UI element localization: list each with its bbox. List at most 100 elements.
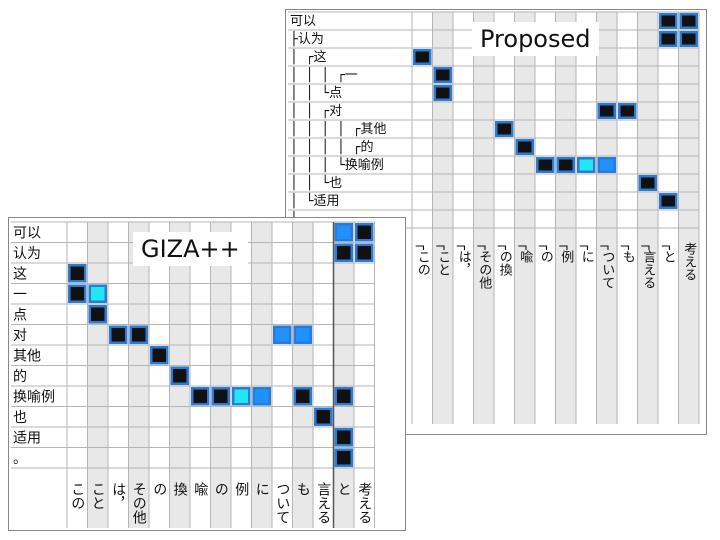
proposed-row-label: │ │ ┌对 (290, 102, 342, 119)
proposed-alignment-cell (620, 105, 634, 117)
proposed-row-label: │ │ └点 (290, 84, 342, 101)
proposed-grid: 可以├认为│ ┌这│ │ │ ┌一│ │ └点│ │ ┌对│ │ │ │ ┌其他… (288, 11, 700, 424)
giza-alignment-cell (91, 287, 105, 301)
proposed-alignment-cell (559, 159, 573, 171)
giza-row-label: 这 (13, 266, 27, 283)
giza-alignment-cell (70, 287, 84, 301)
giza-alignment-cell (337, 225, 351, 239)
proposed-column-label: ┌喩 (517, 242, 533, 263)
proposed-alignment-cell (661, 195, 675, 207)
proposed-row-label: │ │ │ └换喻例 (290, 156, 384, 173)
proposed-row-label: │ │ │ ┌一 (290, 66, 358, 83)
giza-column-label: その他 (131, 482, 147, 525)
proposed-row-label: 可以 (290, 14, 316, 29)
giza-column-band (210, 222, 231, 528)
proposed-column-label: ┌ついて (599, 242, 614, 289)
giza-alignment-cell (337, 389, 351, 403)
giza-alignment-cell (337, 451, 351, 465)
giza-alignment-cell (357, 225, 371, 239)
proposed-column-label: ┌この (415, 242, 430, 276)
proposed-alignment-cell (497, 123, 511, 135)
proposed-column-label: ┌その他 (476, 242, 492, 290)
giza-column-band (292, 222, 313, 528)
proposed-column-band (596, 12, 617, 424)
proposed-alignment-cell (579, 159, 593, 171)
proposed-row-label: │ └适用 (290, 192, 339, 209)
proposed-column-label: ┌こと (435, 242, 450, 276)
giza-column-label: に (254, 482, 270, 496)
proposed-alignment-matrix: 可以├认为│ ┌这│ │ │ ┌一│ │ └点│ │ ┌对│ │ │ │ ┌其他… (288, 11, 700, 424)
giza-column-label: ついて (274, 482, 290, 524)
giza-column-label: 考える (356, 482, 372, 524)
proposed-column-label: ┌も (620, 242, 635, 263)
giza-column-label: この (69, 482, 85, 510)
giza-row-label: 认为 (13, 246, 41, 262)
proposed-panel-title: Proposed (472, 22, 599, 56)
proposed-column-label: ┌は， (456, 242, 471, 276)
proposed-column-band (678, 12, 699, 424)
giza-row-label: 换喻例 (13, 389, 55, 406)
giza-row-label: 适用 (13, 431, 41, 447)
giza-column-label: 換 (172, 482, 188, 497)
giza-row-label: 可以 (13, 226, 41, 242)
giza-column-label: の (151, 482, 167, 496)
giza-row-label: 。 (13, 451, 27, 467)
giza-row-label: 也 (13, 410, 27, 426)
giza-alignment-cell (70, 266, 84, 280)
giza-column-label: 喩 (192, 482, 208, 496)
proposed-column-band (432, 12, 453, 424)
proposed-alignment-cell (518, 141, 532, 153)
proposed-column-label: ┌言える (640, 242, 656, 289)
giza-alignment-cell (275, 328, 289, 342)
proposed-row-label: │ │ │ │ ┌的 (290, 138, 373, 155)
giza-panel-title: GIZA++ (133, 232, 248, 266)
proposed-alignment-cell (682, 33, 696, 45)
giza-grid: 可以认为这一点对其他的换喻例也适用。このことは，その他の換喩の例についても言える… (11, 221, 375, 528)
proposed-row-label: │ │ └也 (290, 174, 342, 191)
giza-alignment-cell (296, 328, 310, 342)
giza-row-label: 的 (13, 369, 27, 385)
giza-alignment-cell (91, 307, 105, 321)
proposed-alignment-cell (538, 159, 552, 171)
proposed-column-band (637, 12, 658, 424)
giza-column-label: こと (90, 482, 106, 510)
proposed-column-label: ┌の (538, 242, 553, 263)
giza-row-label: 点 (13, 308, 27, 324)
giza-row-label: 一 (13, 287, 27, 303)
giza-alignment-cell (357, 246, 371, 260)
proposed-alignment-cell (436, 69, 450, 81)
giza-alignment-cell (214, 389, 228, 403)
giza-alignment-cell (316, 410, 330, 424)
giza-alignment-panel: 可以认为这一点对其他的换喻例也适用。このことは，その他の換喩の例についても言える… (8, 217, 406, 531)
giza-alignment-cell (152, 348, 166, 362)
proposed-column-label: ┌に (579, 242, 594, 263)
giza-alignment-cell (132, 328, 146, 342)
proposed-column-label: ┌の換 (497, 242, 513, 277)
giza-column-label: も (295, 482, 311, 496)
proposed-row-label: │ ┌这 (290, 48, 326, 65)
giza-alignment-cell (337, 246, 351, 260)
giza-alignment-cell (173, 369, 187, 383)
giza-column-label: は， (110, 482, 126, 510)
giza-column-band (251, 222, 272, 528)
proposed-column-band (473, 12, 494, 424)
giza-column-label: 言える (315, 482, 331, 524)
proposed-alignment-cell (415, 51, 429, 63)
giza-row-label: 其他 (13, 349, 41, 365)
proposed-alignment-cell (600, 159, 614, 171)
proposed-column-band (514, 12, 535, 424)
proposed-alignment-panel: 可以├认为│ ┌这│ │ │ ┌一│ │ └点│ │ ┌对│ │ │ │ ┌其他… (285, 9, 707, 435)
proposed-alignment-cell (682, 15, 696, 27)
giza-alignment-cell (193, 389, 207, 403)
proposed-alignment-cell (661, 33, 675, 45)
proposed-column-label: ┌と (661, 242, 676, 263)
giza-alignment-matrix: 可以认为这一点对其他的换喻例也适用。このことは，その他の換喩の例についても言える… (11, 221, 375, 528)
proposed-row-label: │ │ │ │ ┌其他 (290, 120, 386, 137)
giza-alignment-cell (296, 389, 310, 403)
giza-column-band (128, 222, 149, 528)
proposed-row-label: ├认为 (290, 30, 324, 47)
giza-column-label: 例 (233, 482, 249, 497)
proposed-alignment-cell (661, 15, 675, 27)
proposed-column-band (555, 12, 576, 424)
giza-column-label: と (336, 482, 352, 496)
